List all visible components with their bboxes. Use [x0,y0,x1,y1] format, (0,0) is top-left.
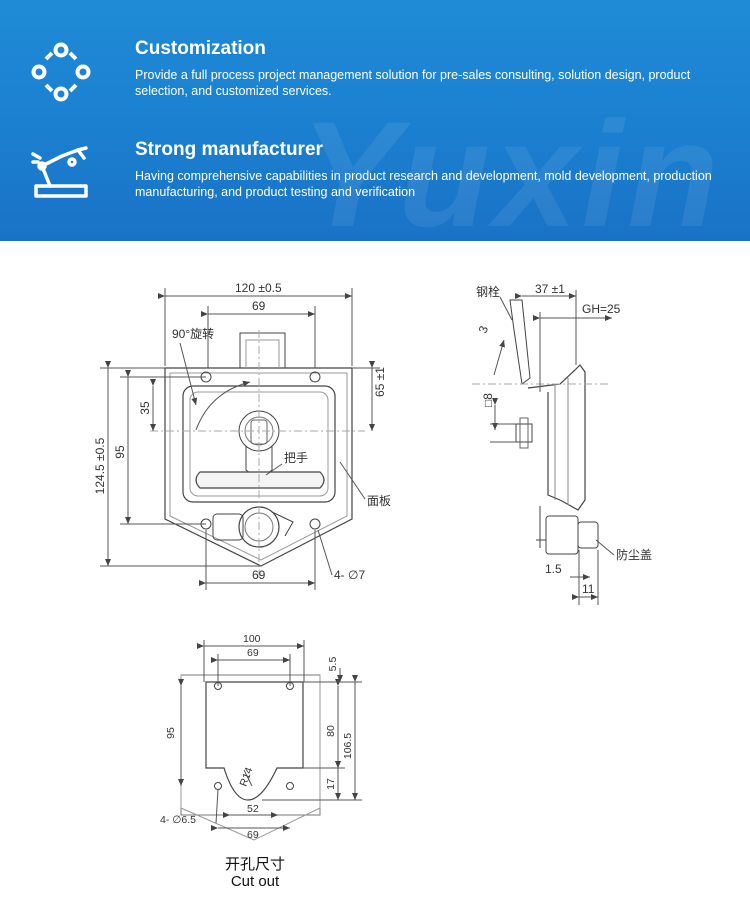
radius-label: R14 [238,766,256,788]
dim-100: 100 [243,633,261,645]
dim-height-95: 95 [113,445,127,459]
feature-description: Provide a full process project managemen… [135,68,691,98]
dim-106-5: 106.5 [342,733,354,759]
dim-width-inner: 69 [252,299,266,313]
dim-80: 80 [325,725,337,737]
dim-1-5: 1.5 [545,562,562,576]
dim-height-65: 65 ±1 [373,367,387,397]
dim-height-total: 124.5 ±0.5 [93,437,107,494]
dim-95: 95 [165,727,177,739]
dust-cover-label: 防尘盖 [616,547,652,562]
dim-8: □8 [481,393,495,407]
nodes-circle-icon [31,42,91,102]
side-view [472,290,615,605]
gh-label: GH=25 [582,302,621,316]
front-view-labels: 120 ±0.5 69 90°旋转 124.5 ±0.5 95 35 65 ±1… [93,281,391,582]
cutout-labels: 100 69 5.5 95 80 106.5 17 R14 4- ∅6.5 52… [160,633,354,841]
rotation-label: 90°旋转 [172,326,214,341]
dim-37: 37 ±1 [535,282,565,296]
brand-watermark: Yuxin [300,90,723,241]
dim-height-35: 35 [138,401,152,415]
cutout-caption-cn: 开孔尺寸 [224,856,285,873]
cutout-holes-label: 4- ∅6.5 [160,814,196,826]
front-view [100,288,380,590]
dim-bottom-69: 69 [252,568,266,582]
cutout-view [178,640,362,841]
dim-width-total: 120 ±0.5 [235,281,282,295]
cutout-caption-en: Cut out [230,873,280,890]
dim-5-5: 5.5 [327,657,339,672]
dim-3: 3 [476,324,492,335]
handle-label: 把手 [284,451,308,465]
robot-arm-icon [31,146,88,198]
holes-label: 4- ∅7 [334,568,365,582]
features-banner: Yuxin Customization Provide a full proce… [0,0,750,241]
technical-drawing: 120 ±0.5 69 90°旋转 124.5 ±0.5 95 35 65 ±1… [93,281,652,841]
dim-69-bottom: 69 [247,829,259,841]
dim-52: 52 [247,803,259,815]
bolt-label: 钢栓 [476,284,500,299]
dim-17: 17 [325,778,337,790]
panel-label: 面板 [367,494,391,508]
side-view-labels: 钢栓 37 ±1 GH=25 3 □8 防尘盖 1.5 11 [476,282,652,596]
feature-title: Strong manufacturer [135,139,323,160]
dim-11: 11 [582,582,595,596]
feature-title: Customization [135,38,266,59]
dim-69-top: 69 [247,647,259,659]
feature-description: Having comprehensive capabilities in pro… [135,169,712,199]
